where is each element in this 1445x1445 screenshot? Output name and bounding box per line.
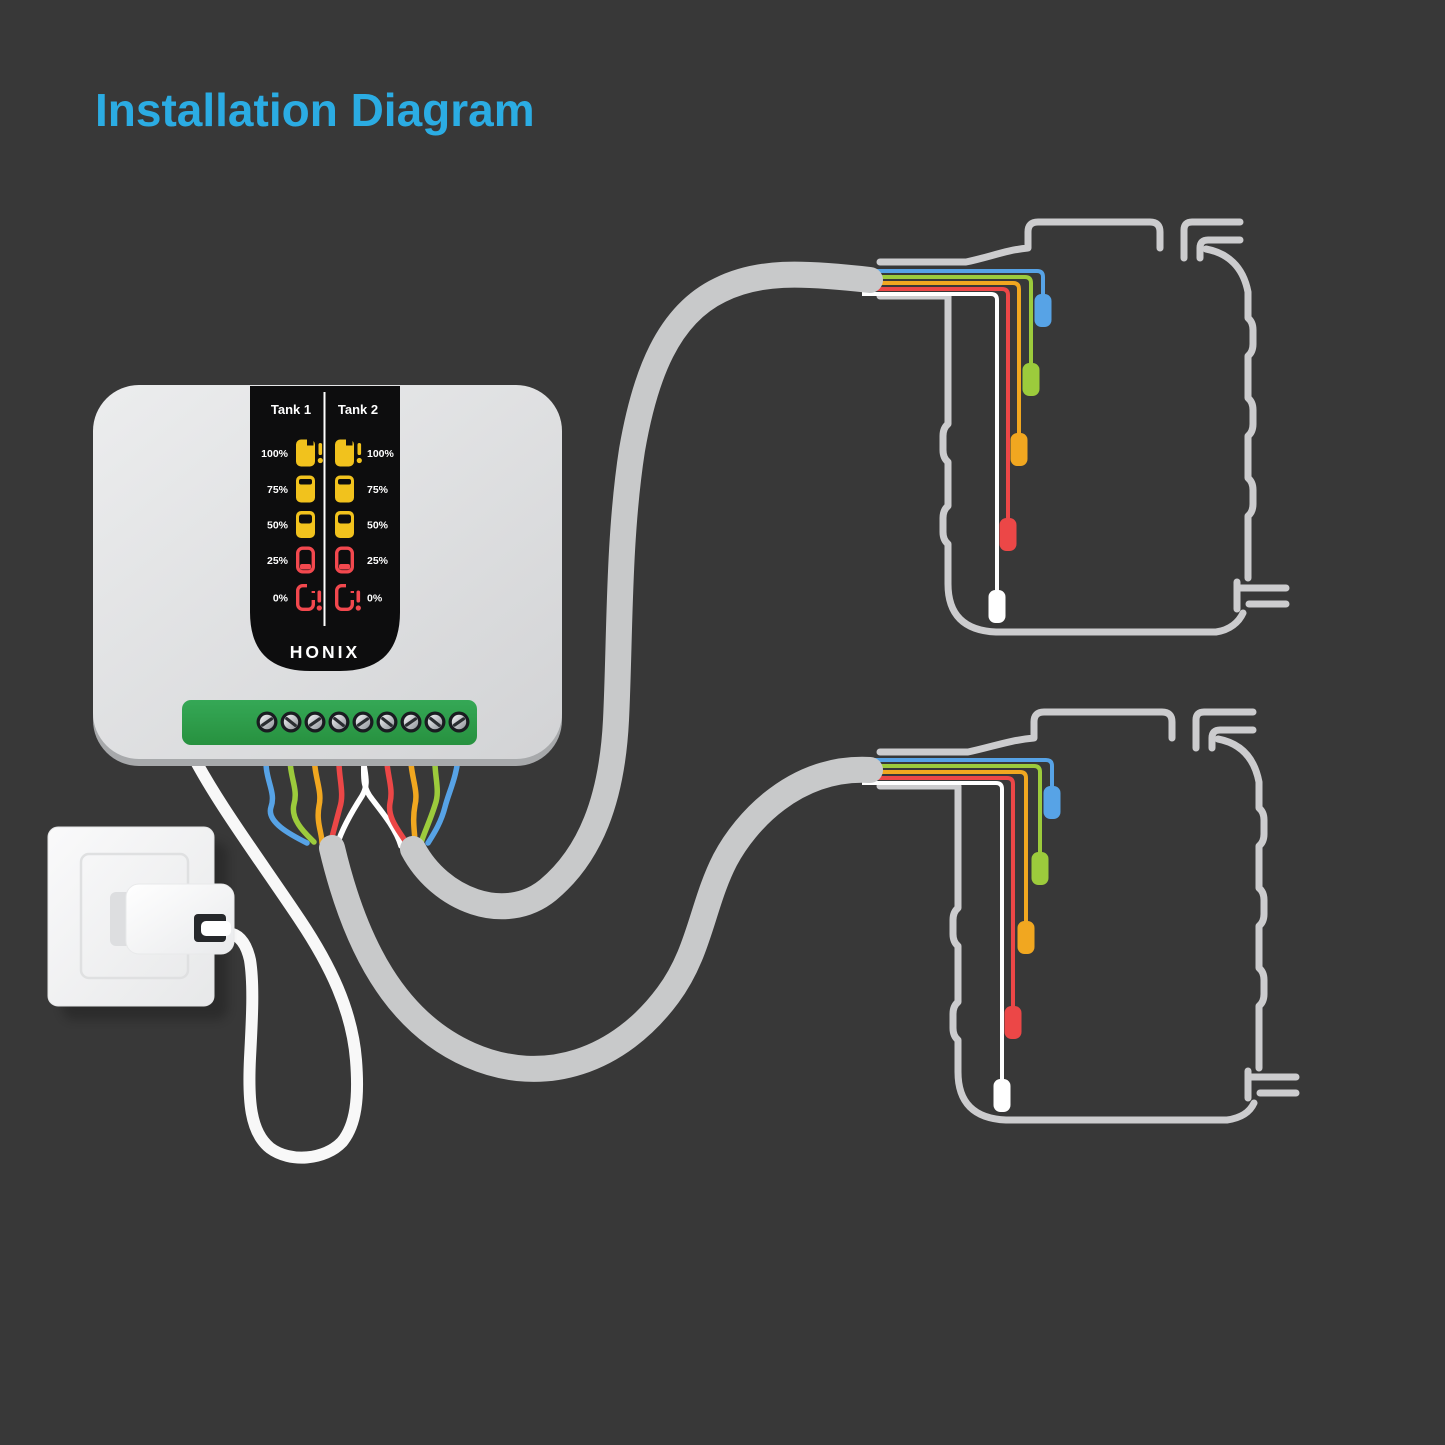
tank2-sensor-white (993, 1079, 1011, 1112)
tank1-level-icon-50% (296, 511, 315, 538)
tank1-sensor-wires (862, 269, 1045, 592)
tank1-wire-white (862, 292, 999, 592)
fan-wire-green-right (418, 747, 440, 846)
fan-wire-yellow-right (408, 747, 419, 846)
tank2-level-icon-75% (335, 475, 354, 503)
tank2-level-icon-50% (335, 511, 354, 538)
tank2-sensor-wires (862, 758, 1054, 1081)
tank1-sensor-yellow (1010, 433, 1028, 466)
terminal-screw-7 (400, 711, 422, 733)
tank1-float-sensors (988, 294, 1052, 623)
level-label-left-0%: 0% (273, 593, 289, 605)
tank2-float-sensors (993, 786, 1061, 1112)
tank2-wire-white (862, 781, 1004, 1081)
alert-exclamation-dot (317, 457, 323, 464)
terminal-screw-4 (328, 711, 350, 733)
terminal-screw-9 (448, 711, 470, 733)
tank2-wire-red (862, 776, 1015, 1008)
tank1-level-icon-25% (296, 546, 316, 574)
tank2-wire-blue (862, 758, 1054, 788)
tank1-wire-yellow (862, 281, 1021, 435)
tank1-sensor-blue (1034, 294, 1052, 327)
controller-device: Tank 1 Tank 2 100% 100% 75% 75% 50% 50% 25% 25%… (93, 385, 562, 766)
level-label-left-25%: 25% (267, 555, 289, 567)
power-cable (184, 744, 364, 1164)
tank1-sensor-white (988, 590, 1006, 623)
level-label-right-75%: 75% (367, 484, 389, 496)
tank1-wire-green (862, 275, 1033, 365)
level-label-right-50%: 50% (367, 520, 389, 532)
tank2-column-header: Tank 2 (338, 402, 378, 417)
fan-wire-red-right (383, 747, 410, 847)
alert-exclamation-dot (356, 457, 362, 464)
tank2-level-icon-0% (335, 582, 361, 612)
level-label-left-100%: 100% (261, 448, 289, 460)
level-label-right-25%: 25% (367, 555, 389, 567)
fan-wire-blue-left (263, 747, 310, 846)
alert-exclamation-icon (357, 443, 362, 455)
terminal-screw-8 (424, 711, 446, 733)
fan-wire-green-left (287, 747, 317, 845)
level-label-right-0%: 0% (367, 593, 383, 605)
tank1 (862, 218, 1290, 636)
terminal-screw-6 (376, 711, 398, 733)
alert-exclamation-dot (316, 605, 322, 611)
tank1-level-icon-100% (296, 437, 323, 467)
fan-wire-blue-right (425, 747, 462, 846)
level-label-left-50%: 50% (267, 520, 289, 532)
tank2-sensor-blue (1043, 786, 1061, 819)
tank1-sensor-red (999, 518, 1017, 551)
usb-plug-tip (201, 921, 231, 936)
cable-to-tank2 (319, 756, 883, 1082)
tank2 (862, 708, 1300, 1124)
tank1-wire-blue (862, 269, 1045, 296)
tank1-level-icon-75% (296, 475, 315, 503)
terminal-screw-5 (352, 711, 374, 733)
tank1-level-icon-0% (296, 582, 322, 612)
level-indicator-rows: 100% 100% 75% 75% 50% 50% 25% 25% 0% 0% (261, 437, 395, 612)
alert-exclamation-icon (356, 590, 361, 603)
tank2-outline (876, 708, 1300, 1124)
tank2-sensor-green (1031, 852, 1049, 885)
tank2-sensor-yellow (1017, 921, 1035, 954)
alert-exclamation-dot (355, 605, 361, 611)
tank2-sensor-red (1004, 1006, 1022, 1039)
tank2-level-icon-25% (335, 546, 355, 574)
tank1-wire-red (862, 287, 1010, 520)
alert-exclamation-icon (317, 590, 322, 603)
terminal-screw-1 (256, 711, 278, 733)
tank1-column-header: Tank 1 (271, 402, 311, 417)
page-title: Installation Diagram (95, 84, 535, 136)
tank2-wire-yellow (862, 770, 1028, 923)
terminal-screw-2 (280, 711, 302, 733)
fan-wire-yellow-left (311, 747, 325, 846)
fan-wire-red-left (327, 747, 345, 847)
terminal-screw-3 (304, 711, 326, 733)
tank1-sensor-green (1022, 363, 1040, 396)
alert-exclamation-icon (318, 443, 323, 455)
level-label-left-75%: 75% (267, 484, 289, 496)
terminal-screws (256, 711, 470, 733)
cable-to-tank1 (400, 261, 883, 920)
level-label-right-100%: 100% (367, 448, 395, 460)
tank2-level-icon-100% (335, 437, 362, 467)
wall-outlet (47, 826, 235, 1020)
brand-logo: HONIX (290, 642, 360, 662)
tank1-outline (876, 218, 1290, 636)
tank2-wire-green (862, 764, 1042, 854)
